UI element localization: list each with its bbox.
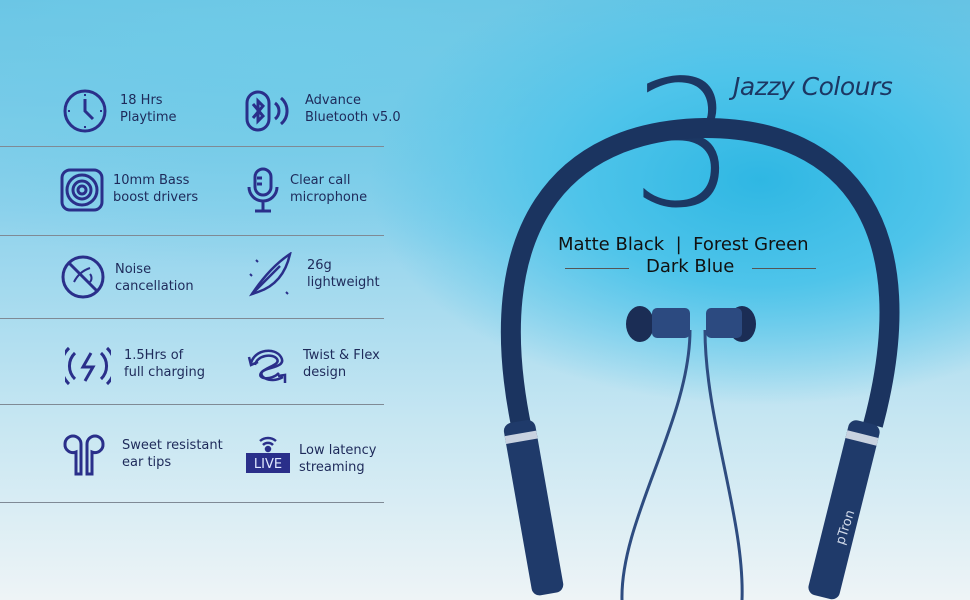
feature-noise: Noise cancellation: [115, 261, 194, 295]
hero-title: Jazzy Colours: [733, 72, 893, 101]
feather-icon: [246, 251, 292, 298]
divider: [0, 235, 384, 236]
feature-ear-tips: Sweet resistant ear tips: [122, 437, 223, 471]
feature-line: Advance: [305, 93, 361, 108]
feature-line: 18 Hrs: [120, 93, 163, 108]
microphone-icon: [240, 167, 286, 213]
feature-line: Playtime: [120, 110, 177, 125]
feature-charging: 1.5Hrs of full charging: [124, 347, 205, 381]
feature-line: Twist & Flex: [303, 348, 380, 363]
feature-line: Bluetooth v5.0: [305, 110, 401, 125]
feature-line: Low latency: [299, 443, 377, 458]
feature-line: 10mm Bass: [113, 173, 190, 188]
divider: [0, 146, 384, 147]
earbuds-icon: [61, 432, 107, 478]
clock-icon: [62, 88, 108, 134]
feature-twist: Twist & Flex design: [303, 347, 380, 381]
feature-line: Clear call: [290, 173, 351, 188]
colour-count: 3: [630, 44, 737, 247]
divider: [565, 268, 629, 269]
twist-icon: [245, 343, 291, 389]
feature-line: 26g: [307, 258, 332, 273]
divider: [0, 318, 384, 319]
feature-line: 1.5Hrs of: [124, 348, 184, 363]
feature-microphone: Clear call microphone: [290, 172, 367, 206]
bluetooth-icon: [245, 88, 291, 134]
right-earbud: [706, 306, 756, 342]
feature-bass: 10mm Bass boost drivers: [113, 172, 198, 206]
feature-line: full charging: [124, 365, 205, 380]
divider: [0, 404, 384, 405]
divider: [752, 268, 816, 269]
feature-line: cancellation: [115, 279, 194, 294]
left-earbud: [626, 306, 690, 342]
speaker-icon: [59, 167, 105, 213]
colour-options: Matte Black | Forest Green: [558, 234, 809, 255]
feature-line: ear tips: [122, 455, 172, 470]
feature-line: microphone: [290, 190, 368, 205]
feature-line: boost drivers: [113, 190, 199, 205]
feature-latency: Low latency streaming: [299, 442, 377, 476]
feature-line: Sweet resistant: [122, 438, 223, 453]
feature-line: Noise: [115, 262, 152, 277]
live-badge: LIVE: [254, 457, 282, 472]
colour-option-dark-blue: Dark Blue: [646, 256, 735, 277]
feature-line: lightweight: [307, 275, 380, 290]
feature-weight: 26g lightweight: [307, 257, 380, 291]
noise-cancel-icon: [60, 254, 106, 300]
feature-line: design: [303, 365, 347, 380]
divider: [0, 502, 384, 503]
live-stream-icon: LIVE: [245, 435, 291, 475]
feature-line: streaming: [299, 460, 365, 475]
